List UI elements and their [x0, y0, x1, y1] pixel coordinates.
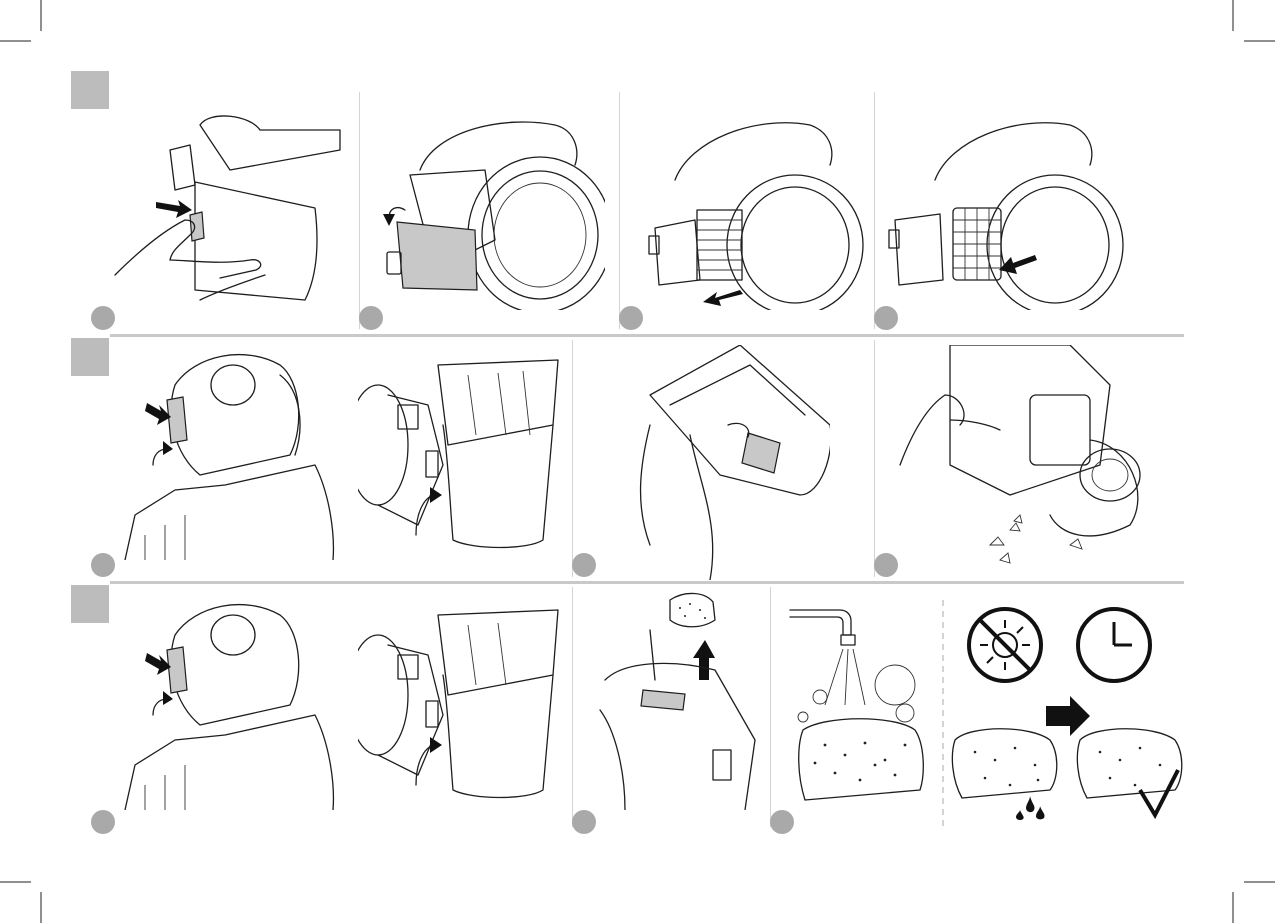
step-badge — [91, 553, 115, 577]
panel-divider — [874, 92, 875, 329]
illustration-open-lid — [630, 345, 830, 580]
section-marker-3 — [71, 585, 109, 623]
clock-icon — [1078, 609, 1150, 681]
no-sun-icon — [969, 609, 1041, 681]
illustration-cover-open — [375, 110, 605, 310]
panel-divider — [572, 587, 573, 827]
illustration-remove-container — [358, 345, 568, 575]
section-marker-2 — [71, 338, 109, 376]
row-divider-1 — [110, 334, 1184, 337]
illustration-filter-removal — [635, 110, 865, 310]
panel-divider — [770, 587, 771, 827]
right-arrow-icon — [1046, 696, 1090, 736]
panel-divider — [359, 92, 360, 329]
panel-divider — [619, 92, 620, 329]
illustration-press-release — [115, 345, 340, 560]
step-badge — [572, 553, 596, 577]
panel-divider — [874, 340, 875, 577]
illustration-remove-container-2 — [358, 595, 568, 810]
dashed-divider — [940, 600, 946, 830]
illustration-dry-sponge — [950, 600, 1190, 820]
illustration-press-release-2 — [115, 595, 340, 810]
section-marker-1 — [71, 71, 109, 109]
step-badge — [572, 810, 596, 834]
illustration-open-cover — [110, 110, 350, 310]
illustration-empty-dust — [890, 345, 1150, 575]
row-divider-2 — [110, 581, 1184, 584]
water-drops-icon — [1016, 796, 1045, 820]
panel-divider — [572, 340, 573, 577]
illustration-filter-reinsert — [885, 110, 1125, 310]
step-badge — [91, 810, 115, 834]
illustration-remove-sponge — [595, 590, 765, 810]
illustration-rinse-sponge — [785, 605, 935, 815]
